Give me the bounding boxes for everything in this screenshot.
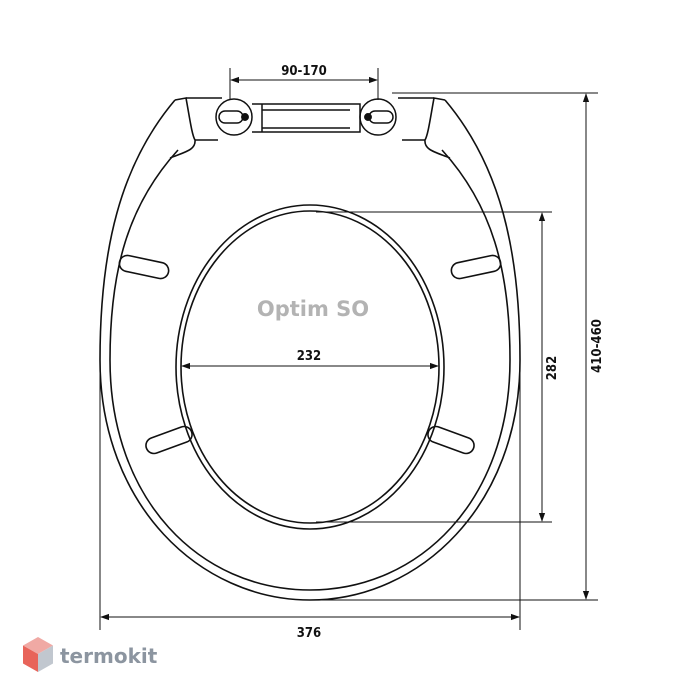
bumper-pad-top-right	[450, 254, 502, 280]
dimension-lines	[99, 68, 598, 630]
left-hinge-disc	[215, 98, 253, 136]
bumper-pad-top-left	[118, 254, 170, 280]
left-hinge-flange	[169, 97, 196, 159]
seat-rim-edge	[109, 149, 511, 591]
hinge-assembly	[215, 98, 397, 136]
inner-length-label: 282	[545, 356, 560, 380]
dimension-labels: 90-170 232 282 410-460 376	[281, 64, 605, 641]
opening-outer-edge	[175, 204, 445, 530]
brand-logo-icon	[23, 637, 53, 672]
right-hinge-flange	[424, 97, 451, 159]
bumper-pads	[118, 254, 502, 455]
opening-inner-edge	[180, 210, 440, 524]
inner-width-label: 232	[297, 349, 321, 364]
seat-opening	[175, 204, 445, 530]
right-hinge-slot	[368, 110, 394, 124]
bumper-pad-bottom-right	[427, 425, 475, 455]
seat-outer-edge	[99, 99, 521, 601]
outer-length-label: 410-460	[590, 319, 605, 373]
brand-name: termokit	[60, 644, 158, 668]
left-hinge-slot	[218, 110, 244, 124]
bumper-pad-bottom-left	[145, 425, 193, 455]
seat-outline	[99, 97, 521, 601]
hinge-spacing-label: 90-170	[281, 64, 327, 79]
model-name: Optim SO	[257, 297, 369, 321]
outer-width-label: 376	[297, 626, 321, 641]
hinge-bar	[252, 103, 361, 133]
brand-watermark: termokit	[23, 637, 158, 672]
